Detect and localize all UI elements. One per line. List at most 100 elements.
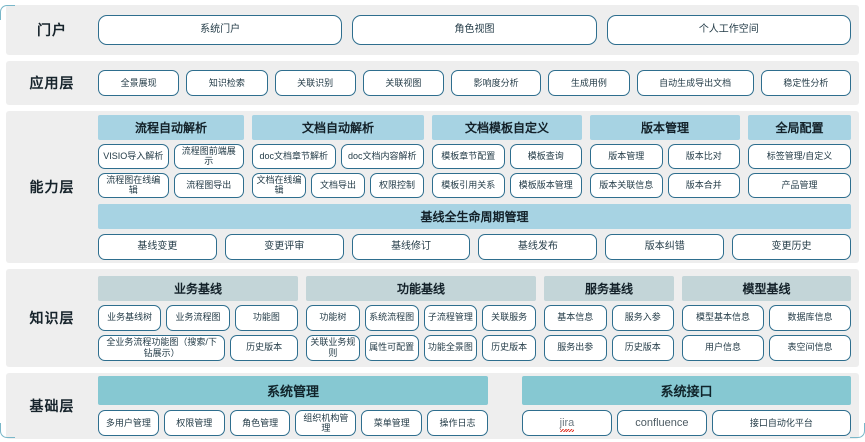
capability-groups: 流程自动解析 VISIO导入解析 流程图前端展示 流程图在线编辑 流程图导出 文… <box>98 114 851 198</box>
app-item-generate-usecase[interactable]: 生成用例 <box>548 70 630 96</box>
group-title-doc-template: 文档模板自定义 <box>432 114 582 140</box>
group-row: 版本关联信息 版本合并 <box>590 172 740 198</box>
group-title-version-mgmt: 版本管理 <box>590 114 740 140</box>
foundation-row-system-interface: jira confluence 接口自动化平台 <box>522 410 851 436</box>
group-row: 基本信息 服务入参 <box>544 304 674 331</box>
cap-item-template-query[interactable]: 模板查询 <box>509 143 582 169</box>
know-item-database-info[interactable]: 数据库信息 <box>769 304 851 331</box>
spellcheck-underline-icon <box>559 429 575 433</box>
group-title-doc-parse: 文档自动解析 <box>252 114 424 140</box>
group-row: doc文档章节解析 doc文档内容解析 <box>252 143 424 169</box>
layer-label-foundation: 基础层 <box>29 398 75 414</box>
cap-item-flowchart-online-edit[interactable]: 流程图在线编辑 <box>98 172 169 198</box>
group-row: 流程图在线编辑 流程图导出 <box>98 172 244 198</box>
group-row: 模型基本信息 数据库信息 <box>682 304 851 331</box>
know-item-model-basic-info[interactable]: 模型基本信息 <box>682 304 764 331</box>
found-item-org-structure-management[interactable]: 组织机构管理 <box>295 410 357 436</box>
page-corner-bottom-right <box>850 423 865 438</box>
capability-group-doc-parse: 文档自动解析 doc文档章节解析 doc文档内容解析 文档在线编辑 文档导出 权… <box>252 114 424 198</box>
know-item-business-flowchart[interactable]: 业务流程图 <box>166 304 230 331</box>
layer-label-portal: 门户 <box>37 22 67 38</box>
group-title-function-baseline: 功能基线 <box>306 275 536 301</box>
know-item-subprocess-management[interactable]: 子流程管理 <box>423 304 478 331</box>
group-row: 功能树 系统流程图 子流程管理 关联服务 <box>306 304 536 331</box>
life-item-change-history[interactable]: 变更历史 <box>732 233 851 260</box>
cap-item-doc-chapter-parse[interactable]: doc文档章节解析 <box>252 143 336 169</box>
found-item-jira[interactable]: jira <box>522 410 612 436</box>
knowledge-group-model-baseline: 模型基线 模型基本信息 数据库信息 用户信息 表空间信息 <box>682 275 851 361</box>
life-item-version-correction[interactable]: 版本纠错 <box>605 233 725 260</box>
found-item-interface-automation-platform[interactable]: 接口自动化平台 <box>711 410 851 436</box>
app-item-relation-recognition[interactable]: 关联识别 <box>274 70 356 96</box>
foundation-row-system-management: 多用户管理 权限管理 角色管理 组织机构管理 菜单管理 操作日志 <box>98 410 488 436</box>
cap-item-version-relation-info[interactable]: 版本关联信息 <box>590 172 663 198</box>
app-item-relation-view[interactable]: 关联视图 <box>362 70 444 96</box>
jira-label: jira <box>559 417 575 433</box>
layer-body-portal: 系统门户 角色视图 个人工作空间 <box>98 9 859 51</box>
know-item-function-tree[interactable]: 功能树 <box>306 304 360 331</box>
cap-item-template-version-mgmt[interactable]: 模板版本管理 <box>509 172 582 198</box>
foundation-title-system-interface: 系统接口 <box>522 376 851 405</box>
found-item-confluence[interactable]: confluence <box>616 410 707 436</box>
group-row: 服务出参 历史版本 <box>544 334 674 361</box>
layer-label-capability: 能力层 <box>29 179 75 195</box>
knowledge-groups: 业务基线 业务基线树 业务流程图 功能图 全业务流程功能图（搜索/下钻展示） 历… <box>98 275 851 361</box>
portal-item-system-portal[interactable]: 系统门户 <box>98 15 343 45</box>
group-row: 用户信息 表空间信息 <box>682 334 851 361</box>
cap-item-template-reference[interactable]: 模板引用关系 <box>432 172 505 198</box>
cap-item-doc-export[interactable]: 文档导出 <box>311 172 365 198</box>
know-item-basic-info[interactable]: 基本信息 <box>544 304 607 331</box>
know-item-full-business-flow-function-diagram[interactable]: 全业务流程功能图（搜索/下钻展示） <box>98 334 226 361</box>
portal-item-personal-workspace[interactable]: 个人工作空间 <box>606 15 851 45</box>
group-row: VISIO导入解析 流程图前端展示 <box>98 143 244 169</box>
life-item-baseline-release[interactable]: 基线发布 <box>478 233 598 260</box>
found-item-role-management[interactable]: 角色管理 <box>229 410 291 436</box>
life-item-change-review[interactable]: 变更评审 <box>224 233 344 260</box>
cap-item-version-management[interactable]: 版本管理 <box>590 143 663 169</box>
cap-item-version-merge[interactable]: 版本合并 <box>667 172 740 198</box>
cap-item-flowchart-frontend-display[interactable]: 流程图前端展示 <box>173 143 244 169</box>
know-item-related-business-rule[interactable]: 关联业务规则 <box>306 334 360 361</box>
cap-item-template-chapter-config[interactable]: 模板章节配置 <box>432 143 505 169</box>
found-item-menu-management[interactable]: 菜单管理 <box>361 410 423 436</box>
app-item-panorama[interactable]: 全景展现 <box>98 70 180 96</box>
cap-item-tag-management[interactable]: 标签管理/自定义 <box>748 143 851 169</box>
know-item-function-diagram[interactable]: 功能图 <box>234 304 298 331</box>
know-item-tablespace-info[interactable]: 表空间信息 <box>769 334 851 361</box>
capability-group-doc-template: 文档模板自定义 模板章节配置 模板查询 模板引用关系 模板版本管理 <box>432 114 582 198</box>
cap-item-doc-content-parse[interactable]: doc文档内容解析 <box>340 143 424 169</box>
know-item-user-info[interactable]: 用户信息 <box>682 334 764 361</box>
know-item-history-version-function[interactable]: 历史版本 <box>482 334 536 361</box>
cap-item-permission-control[interactable]: 权限控制 <box>370 172 424 198</box>
life-item-baseline-change[interactable]: 基线变更 <box>98 233 217 260</box>
cap-item-version-compare[interactable]: 版本比对 <box>667 143 740 169</box>
found-item-permission-management[interactable]: 权限管理 <box>163 410 225 436</box>
know-item-business-baseline-tree[interactable]: 业务基线树 <box>98 304 162 331</box>
layer-label-application: 应用层 <box>29 75 75 91</box>
group-title-global-config: 全局配置 <box>748 114 851 140</box>
found-item-operation-log[interactable]: 操作日志 <box>427 410 488 436</box>
found-item-multi-user-management[interactable]: 多用户管理 <box>98 410 159 436</box>
know-item-function-panorama[interactable]: 功能全景图 <box>423 334 478 361</box>
know-item-history-version-service[interactable]: 历史版本 <box>611 334 674 361</box>
know-item-system-flowchart[interactable]: 系统流程图 <box>364 304 419 331</box>
cap-item-visio-import-parse[interactable]: VISIO导入解析 <box>98 143 169 169</box>
layer-application: 应用层 全景展现 知识检索 关联识别 关联视图 影响度分析 生成用例 自动生成导… <box>6 61 859 105</box>
portal-item-role-view[interactable]: 角色视图 <box>352 15 597 45</box>
cap-item-doc-online-edit[interactable]: 文档在线编辑 <box>252 172 306 198</box>
layer-body-application: 全景展现 知识检索 关联识别 关联视图 影响度分析 生成用例 自动生成导出文档 … <box>98 64 859 102</box>
app-item-stability-analysis[interactable]: 稳定性分析 <box>760 70 851 96</box>
layer-label-knowledge: 知识层 <box>29 310 75 326</box>
know-item-history-version-business[interactable]: 历史版本 <box>230 334 298 361</box>
know-item-attribute-configurable[interactable]: 属性可配置 <box>364 334 419 361</box>
app-item-auto-export-doc[interactable]: 自动生成导出文档 <box>636 70 754 96</box>
app-item-knowledge-search[interactable]: 知识检索 <box>186 70 268 96</box>
know-item-service-input-params[interactable]: 服务入参 <box>611 304 674 331</box>
life-item-baseline-revision[interactable]: 基线修订 <box>351 233 471 260</box>
know-item-related-service[interactable]: 关联服务 <box>482 304 536 331</box>
knowledge-group-service-baseline: 服务基线 基本信息 服务入参 服务出参 历史版本 <box>544 275 674 361</box>
app-item-impact-analysis[interactable]: 影响度分析 <box>451 70 542 96</box>
know-item-service-output-params[interactable]: 服务出参 <box>544 334 607 361</box>
cap-item-flowchart-export[interactable]: 流程图导出 <box>173 172 244 198</box>
cap-item-product-management[interactable]: 产品管理 <box>748 172 851 198</box>
